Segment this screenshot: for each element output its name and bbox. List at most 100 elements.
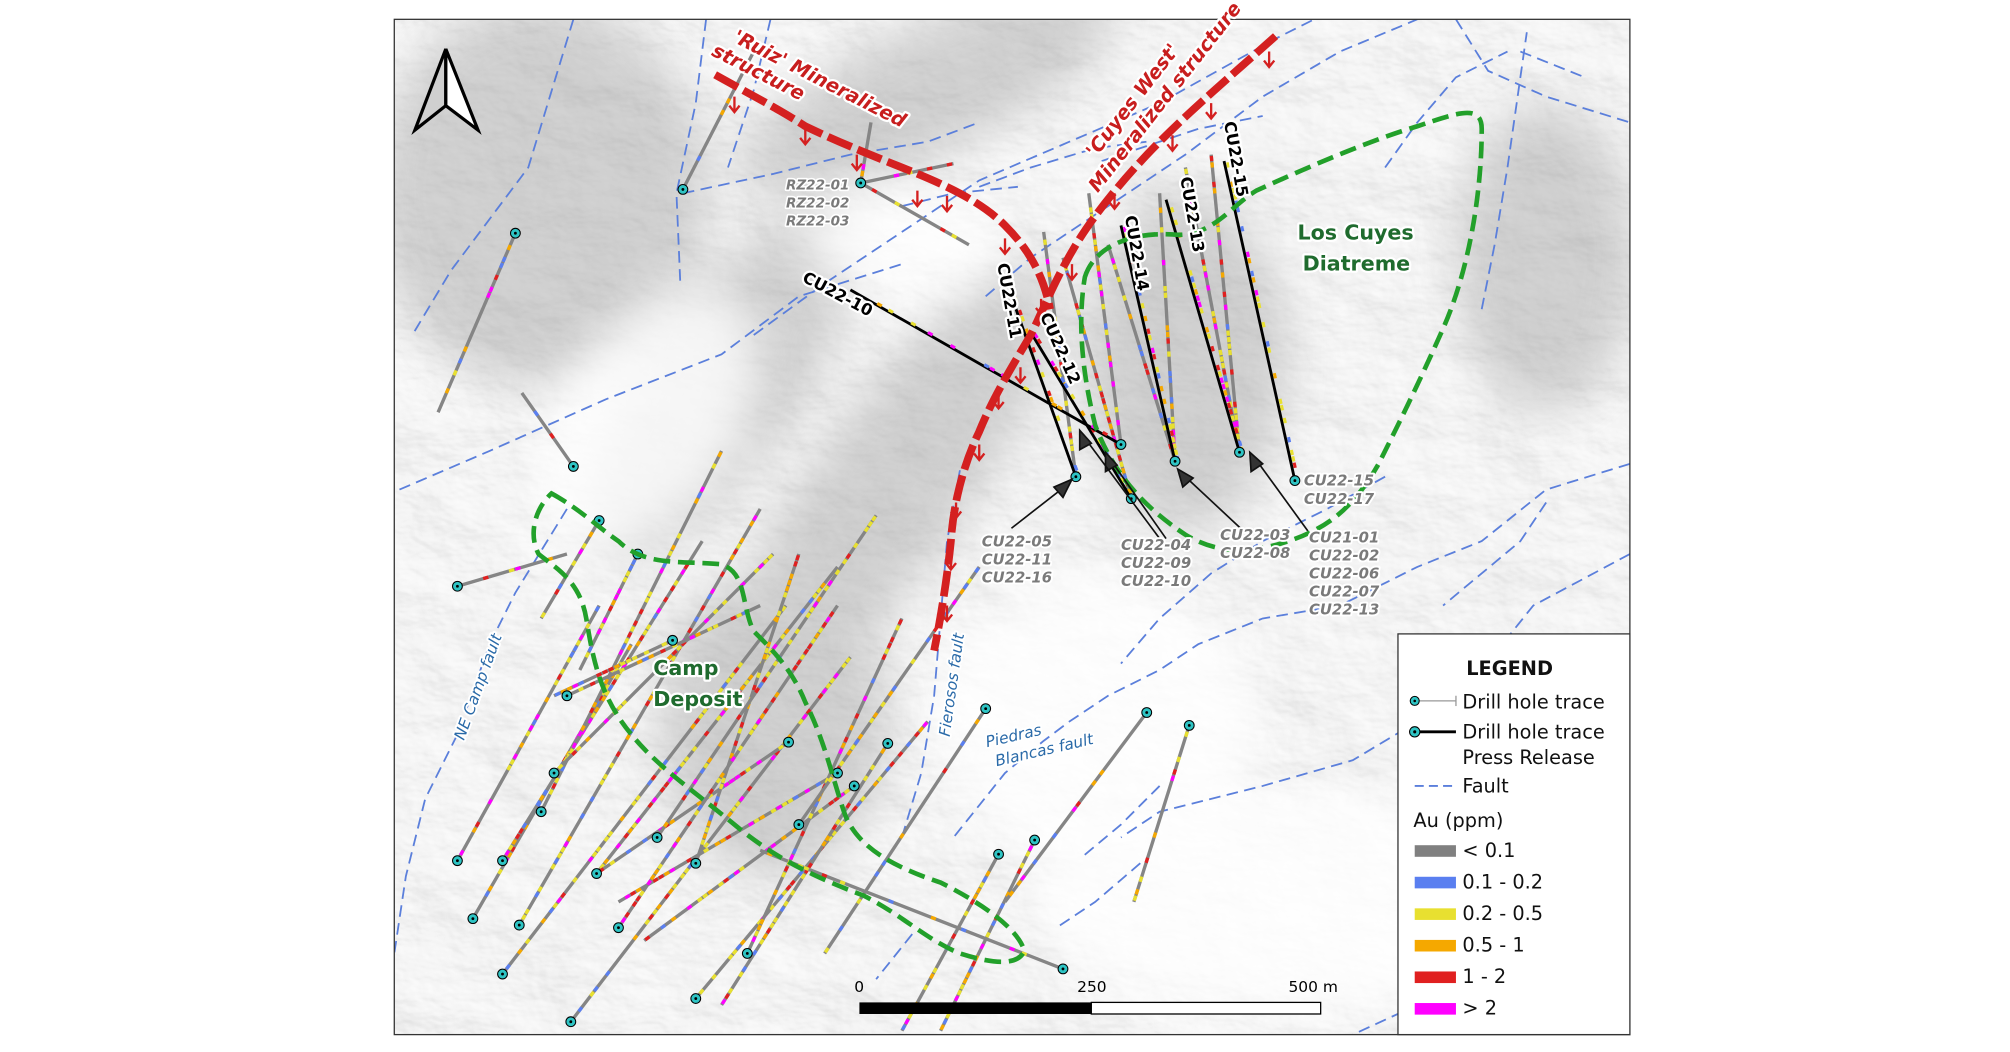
assay-interval: [789, 879, 796, 886]
assay-interval: [1223, 375, 1228, 382]
assay-interval: [776, 610, 782, 617]
fault-line: [1081, 785, 1161, 858]
assay-interval: [1223, 389, 1228, 396]
assay-interval: [783, 628, 790, 635]
assay-interval: [1195, 295, 1201, 302]
assay-interval: [577, 1006, 584, 1013]
dip-tick-icon: [973, 444, 986, 462]
assay-interval: [624, 911, 631, 918]
assay-interval: [871, 188, 878, 194]
assay-interval: [820, 582, 826, 589]
assay-interval: [739, 770, 746, 777]
assay-interval: [596, 628, 602, 635]
fault-line: [952, 462, 1630, 839]
assay-interval: [747, 821, 755, 827]
assay-interval: [1136, 283, 1141, 290]
assay-interval: [644, 919, 651, 926]
assay-interval: [702, 847, 710, 854]
assay-interval: [696, 492, 703, 499]
assay-interval: [506, 244, 512, 251]
assay-interval: [838, 748, 844, 755]
collar-label: CU21-01: [1309, 529, 1379, 546]
assay-interval: [723, 877, 730, 884]
assay-interval: [985, 931, 991, 938]
assay-interval: [733, 740, 739, 747]
assay-interval: [1114, 406, 1119, 413]
assay-interval: [556, 852, 563, 859]
fault-line: [1455, 19, 1630, 124]
assay-interval: [462, 345, 468, 353]
drill-hole: [681, 50, 756, 191]
assay-interval: [629, 890, 637, 897]
assay-interval: [863, 526, 870, 533]
assay-interval: [691, 745, 698, 752]
assay-interval: [812, 592, 818, 599]
assay-interval: [843, 736, 849, 743]
assay-interval: [1099, 290, 1104, 297]
assay-interval: [516, 948, 523, 955]
drill-hole-trace: [617, 604, 839, 929]
assay-interval: [807, 862, 813, 869]
assay-interval: [720, 777, 726, 784]
legend: LEGEND Drill hole trace Drill hole trace…: [1397, 633, 1631, 1036]
assay-interval: [673, 579, 679, 587]
assay-interval: [1097, 278, 1102, 284]
assay-interval: [1176, 756, 1181, 763]
assay-interval: [625, 570, 631, 577]
assay-interval: [616, 588, 622, 595]
collar-icon: [667, 634, 678, 646]
legend-drill-trace: Drill hole trace: [1409, 691, 1605, 714]
assay-interval: [509, 758, 515, 766]
assay-interval: [762, 933, 768, 940]
fault-line: [1384, 50, 1508, 169]
assay-interval: [1172, 443, 1177, 449]
assay-interval: [1122, 226, 1128, 233]
assay-interval: [629, 625, 636, 633]
assay-interval: [927, 331, 934, 337]
assay-interval: [949, 343, 956, 350]
assay-interval: [1127, 313, 1133, 320]
assay-interval: [897, 618, 903, 626]
drill-hole: [694, 553, 801, 864]
assay-interval: [676, 532, 682, 539]
assay-interval: [589, 681, 596, 687]
collar-icon: [690, 993, 702, 1004]
drill-hole-trace: [591, 740, 790, 878]
assay-interval: [444, 387, 450, 394]
drill-hole-trace: [1119, 225, 1177, 462]
assay-interval: [607, 605, 614, 612]
assay-interval: [604, 690, 610, 697]
assay-interval: [881, 860, 887, 867]
assay-interval: [800, 873, 807, 880]
assay-interval: [703, 730, 710, 737]
assay-interval: [854, 712, 860, 720]
collar-label: CU22-04: [1121, 537, 1191, 554]
assay-interval: [471, 826, 478, 834]
assay-interval: [769, 922, 775, 929]
assay-interval: [719, 571, 726, 578]
drill-hole: [569, 656, 852, 1023]
assay-interval: [1168, 423, 1173, 430]
assay-interval: [646, 879, 652, 886]
drill-hole: [578, 553, 640, 671]
drill-hole: [595, 565, 839, 875]
assay-interval: [661, 561, 668, 569]
assay-interval: [459, 849, 465, 856]
assay-interval: [1193, 288, 1199, 295]
assay-interval: [602, 617, 608, 624]
assay-interval: [604, 970, 611, 977]
assay-interval: [756, 672, 761, 679]
assay-interval: [1045, 258, 1050, 265]
collar-icon: [565, 1016, 577, 1028]
assay-interval: [771, 643, 778, 650]
assay-interval: [717, 881, 724, 888]
assay-interval: [635, 895, 642, 902]
assay-interval: [781, 871, 787, 878]
assay-interval: [718, 783, 724, 790]
assay-interval: [798, 869, 804, 876]
collar-label: CU22-16: [982, 569, 1052, 586]
assay-interval: [800, 607, 806, 614]
assay-interval: [739, 721, 745, 728]
assay-interval: [663, 893, 670, 900]
scale-segment-black: [859, 1002, 1092, 1014]
